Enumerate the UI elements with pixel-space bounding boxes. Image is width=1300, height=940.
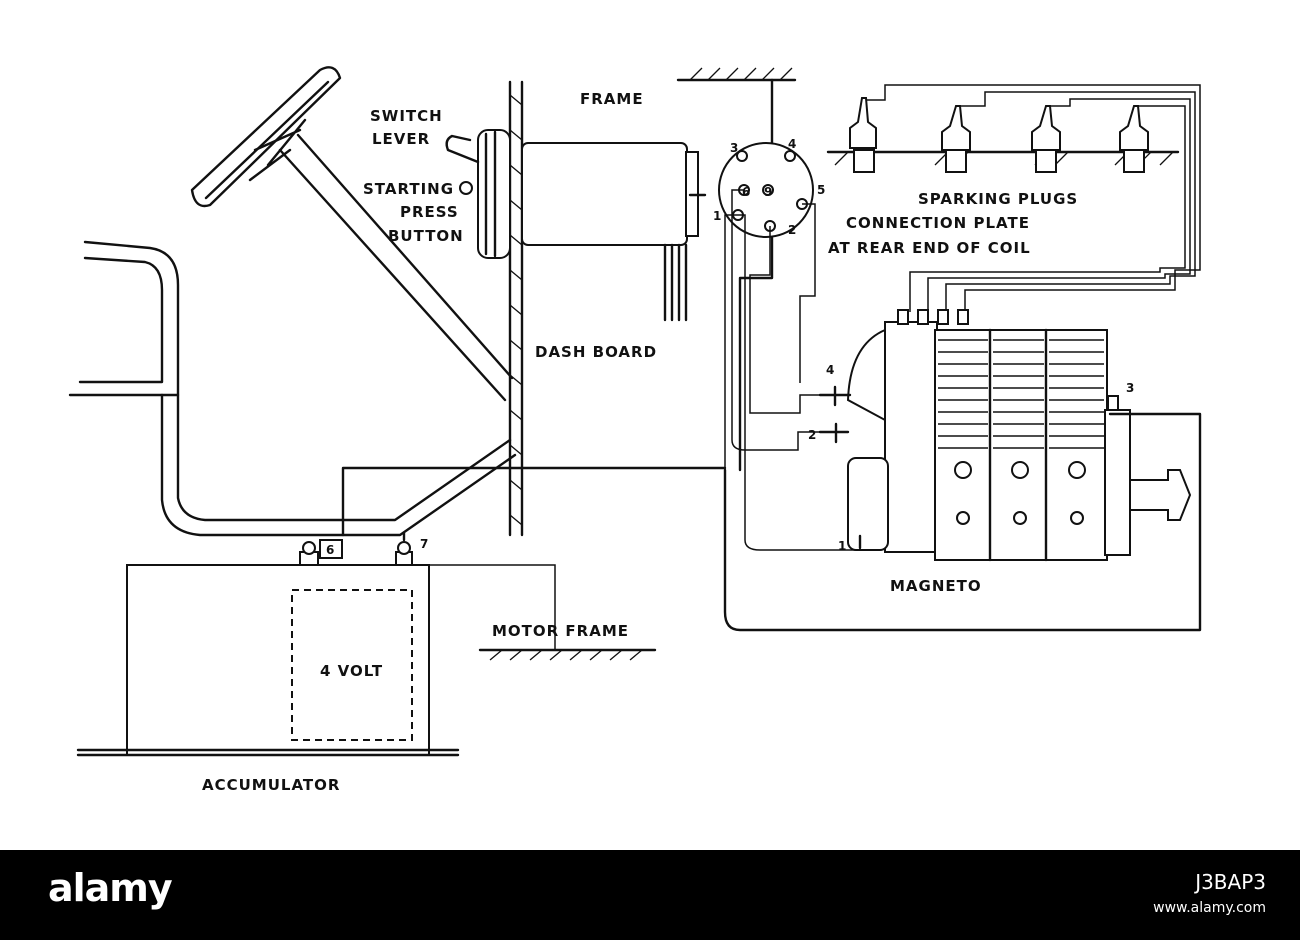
low-tension-wires — [341, 189, 858, 650]
watermark-logo: alamy — [48, 866, 173, 910]
label-frame: FRAME — [580, 90, 644, 108]
plate-terminal-6: 6 — [742, 185, 750, 199]
magneto — [818, 309, 1192, 562]
magneto-base-wire — [723, 412, 1202, 632]
hightension-cables — [866, 84, 1201, 312]
spark-plug-2 — [941, 105, 971, 173]
label-motor-frame: MOTOR FRAME — [492, 622, 629, 640]
label-4-volt: 4 VOLT — [320, 662, 383, 680]
plate-terminal-3: 3 — [730, 141, 738, 155]
accumulator-terminal-6: 6 — [326, 543, 334, 557]
label-accumulator: ACCUMULATOR — [202, 776, 340, 794]
switch-housing — [445, 129, 511, 259]
chassis-frame — [68, 240, 517, 537]
accumulator-terminal-7: 7 — [420, 537, 428, 551]
accumulator-floor — [76, 748, 460, 757]
watermark-url: www.alamy.com — [1153, 900, 1266, 916]
label-connection-plate-1: CONNECTION PLATE — [846, 214, 1030, 232]
label-starting-2: PRESS — [400, 203, 459, 221]
steering-column — [278, 133, 514, 402]
label-switch-lever-1: SWITCH — [370, 107, 443, 125]
watermark-image-id: J3BAP3 — [1195, 870, 1266, 894]
steering-wheel — [190, 66, 342, 208]
label-starting-3: BUTTON — [388, 227, 464, 245]
ignition-coil — [521, 142, 707, 322]
spark-plug-4 — [1119, 105, 1149, 173]
magneto-terminal-3: 3 — [1126, 381, 1134, 395]
plate-terminal-9: 9 — [764, 185, 772, 199]
label-connection-plate-2: AT REAR END OF COIL — [828, 239, 1031, 257]
watermark-bar — [0, 850, 1300, 940]
plate-terminal-2: 2 — [788, 223, 796, 237]
accumulator — [126, 531, 430, 756]
plate-terminal-4: 4 — [788, 137, 796, 151]
wiring-diagram: SWITCH LEVER STARTING PRESS BUTTON FRAME… — [68, 66, 1202, 794]
spark-plug-3 — [1031, 105, 1061, 173]
magneto-terminal-2: 2 — [808, 428, 816, 442]
label-magneto: MAGNETO — [890, 577, 982, 595]
spark-plug-1 — [849, 97, 877, 173]
label-switch-lever-2: LEVER — [372, 130, 430, 148]
plate-terminal-1: 1 — [713, 209, 721, 223]
motor-frame-ground — [478, 648, 657, 661]
magneto-terminal-1: 1 — [838, 539, 846, 553]
label-sparking-plugs: SPARKING PLUGS — [918, 190, 1078, 208]
frame-ground-top — [676, 67, 797, 472]
magneto-terminal-4: 4 — [826, 363, 834, 377]
label-dash-board: DASH BOARD — [535, 343, 657, 361]
label-starting-1: STARTING — [363, 180, 454, 198]
plate-terminal-5: 5 — [817, 183, 825, 197]
